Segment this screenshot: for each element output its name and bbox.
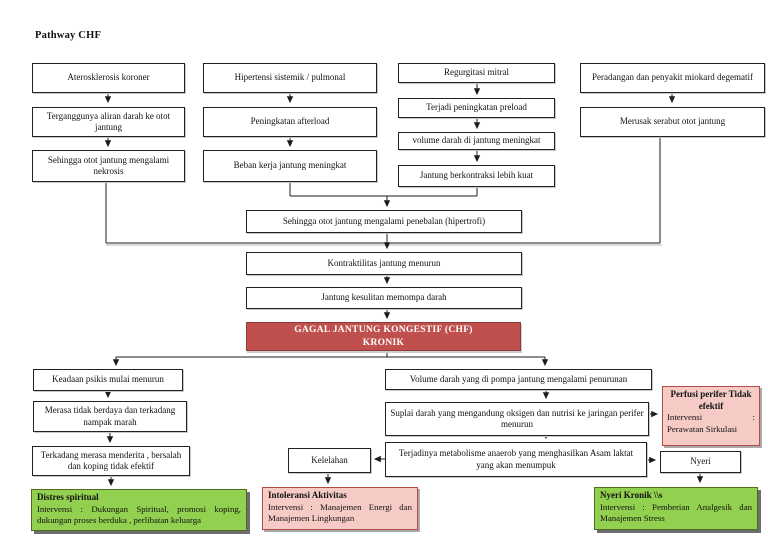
node-kesulitan-memompa: Jantung kesulitan memompa darah xyxy=(246,287,522,309)
nyeri-kronik-body: Intervensi : Pemberian Analgesik dan Man… xyxy=(600,501,752,524)
chf-line2: KRONIK xyxy=(362,337,405,348)
node-hipertensi: Hipertensi sistemik / pulmonal xyxy=(203,63,377,93)
node-regurgitasi: Regurgitasi mitral xyxy=(398,63,555,83)
node-volume-jantung: volume darah di jantung meningkat xyxy=(398,132,555,150)
node-kelelahan: Kelelahan xyxy=(288,448,371,473)
node-metabolisme: Terjadinya metabolisme anaerob yang meng… xyxy=(385,442,647,477)
intoleransi-body: Intervensi : Manajemen Energi dan Manaje… xyxy=(268,501,412,524)
node-koping: Terkadang merasa menderita , bersalah da… xyxy=(32,446,190,476)
nyeri-kronik-title: Nyeri Kronik \\s xyxy=(600,490,663,500)
node-peradangan: Peradangan dan penyakit miokard degemati… xyxy=(580,63,765,93)
node-beban-kerja: Beban kerja jantung meningkat xyxy=(203,150,377,182)
node-intoleransi-aktivitas: Intoleransi Aktivitas Intervensi : Manaj… xyxy=(262,487,418,530)
intoleransi-title: Intoleransi Aktivitas xyxy=(268,490,347,500)
node-perfusi-perifer: Perfusi perifer Tidak efektif Intervensi… xyxy=(662,386,760,446)
node-chf-kronik: GAGAL JANTUNG KONGESTIF (CHF) KRONIK xyxy=(246,322,521,351)
node-tidak-berdaya: Merasa tidak berdaya dan terkadang nampa… xyxy=(33,401,187,432)
perfusi-title: Perfusi perifer Tidak efektif xyxy=(670,389,752,411)
node-keadaan-psikis: Keadaan psikis mulai menurun xyxy=(33,369,183,391)
node-kontraksi-kuat: Jantung berkontraksi lebih kuat xyxy=(398,165,555,187)
chf-line1: GAGAL JANTUNG KONGESTIF (CHF) xyxy=(294,324,473,335)
distres-body: Intervensi : Dukungan Spiritual, promosi… xyxy=(37,503,241,526)
node-volume-pompa: Volume darah yang di pompa jantung menga… xyxy=(385,369,652,390)
node-distres-spiritual: Distres spiritual Intervensi : Dukungan … xyxy=(31,489,247,531)
node-suplai-darah: Suplai darah yang mengandung oksigen dan… xyxy=(385,402,649,436)
node-preload: Terjadi peningkatan preload xyxy=(398,98,555,118)
node-nyeri: Nyeri xyxy=(660,451,741,473)
node-terganggu-aliran: Terganggunya aliran darah ke otot jantun… xyxy=(32,107,185,137)
node-afterload: Peningkatan afterload xyxy=(203,107,377,137)
node-kontraktilitas: Kontraktilitas jantung menurun xyxy=(246,252,522,275)
perfusi-body: Perawatan Sirkulasi xyxy=(667,423,738,434)
node-aterosklerosis: Aterosklerosis koroner xyxy=(32,63,185,93)
distres-title: Distres spiritual xyxy=(37,492,99,502)
perfusi-intervensi-row: Intervensi : xyxy=(667,412,755,423)
node-nyeri-kronik: Nyeri Kronik \\s Intervensi : Pemberian … xyxy=(594,487,758,530)
perfusi-intervensi-label: Intervensi xyxy=(667,412,703,423)
node-hipertrofi: Sehingga otot jantung mengalami penebala… xyxy=(246,210,522,233)
node-merusak-serabut: Merusak serabut otot jantung xyxy=(580,107,765,137)
page-title: Pathway CHF xyxy=(35,30,102,41)
perfusi-colon: : xyxy=(752,412,755,423)
node-nekrosis: Sehingga otot jantung mengalami nekrosis xyxy=(32,150,185,182)
